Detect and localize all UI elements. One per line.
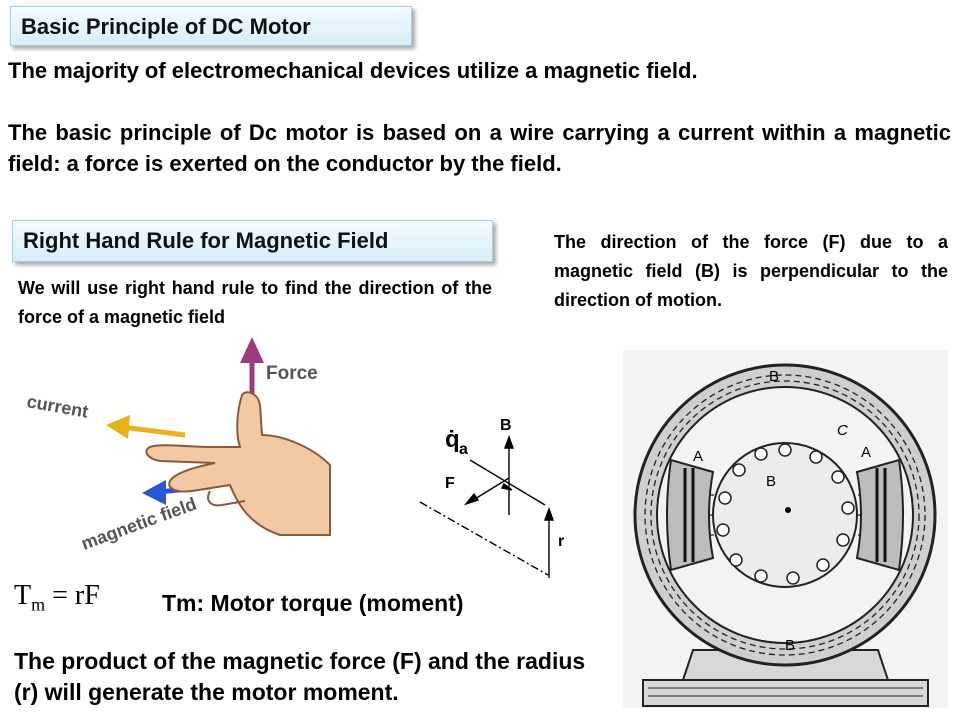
product-paragraph: The product of the magnetic force (F) an…	[14, 648, 586, 705]
r-vector-label: r	[558, 533, 564, 550]
vectors	[419, 434, 554, 578]
hand-drawing	[145, 391, 331, 536]
slide-title: Basic Principle of DC Motor	[21, 14, 311, 39]
torque-label: Tm: Motor torque (moment)	[162, 590, 464, 616]
armature	[712, 442, 858, 588]
armature-slots	[716, 443, 855, 585]
q-label: q̇	[445, 426, 460, 453]
principle-paragraph: The basic principle of Dc motor is based…	[8, 120, 951, 176]
torque-formula: Tm = rF	[14, 580, 100, 616]
section-subtitle: Right Hand Rule for Magnetic Field	[23, 228, 389, 253]
rule-paragraph: We will use right hand rule to find the …	[18, 278, 492, 327]
title-box: Basic Principle of DC Motor	[10, 6, 412, 46]
intro-paragraph: The majority of electromechanical device…	[8, 58, 698, 83]
field-label: magnetic field	[79, 494, 200, 554]
pole-pieces	[666, 458, 904, 572]
f-vector-label: F	[445, 475, 455, 492]
field-windings	[683, 468, 887, 562]
formula-lhs: T	[14, 580, 32, 611]
formula-rhs: = rF	[52, 580, 100, 611]
shaft-center	[785, 507, 791, 513]
motor-b-top: B	[769, 368, 779, 385]
current-label: current	[25, 391, 90, 421]
q-subscript: a	[459, 441, 468, 458]
force-label: Force	[266, 363, 318, 384]
dc-motor-cross-section: B B B A A C	[623, 350, 948, 708]
motor-b-mid: B	[766, 473, 776, 490]
formula-lhs-sub: m	[31, 594, 46, 615]
subtitle-box: Right Hand Rule for Magnetic Field	[12, 220, 493, 262]
motor-b-bottom: B	[785, 637, 795, 654]
motor-c-label: C	[837, 422, 848, 439]
motor-a-right: A	[861, 444, 871, 461]
current-arrow	[106, 415, 186, 439]
motor-a-left: A	[693, 448, 703, 465]
force-vector-diagram: q̇ a B F r	[419, 417, 564, 578]
direction-paragraph: The direction of the force (F) due to a …	[554, 232, 948, 310]
right-hand-rule-illustration: Force current magnetic field	[25, 337, 331, 554]
b-vector-label: B	[500, 417, 512, 434]
